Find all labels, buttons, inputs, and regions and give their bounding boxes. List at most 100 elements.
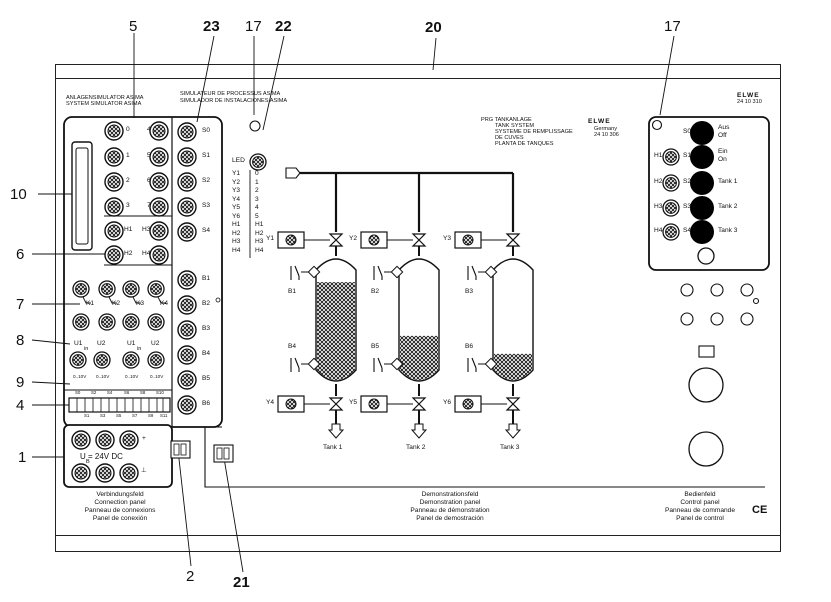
analog-label-u2-out: U2 (151, 340, 160, 347)
valve-bottom (505, 397, 521, 411)
socket-label-5: 5 (147, 152, 151, 159)
dip-label-s7: S7 (132, 413, 138, 418)
header-logo-number: 24 10 310 (737, 99, 762, 105)
tank-label: Tank 2 (406, 444, 426, 451)
legend-right-item: 2 (255, 187, 259, 194)
dip-label-s8: S8 (140, 390, 146, 395)
valve-top (328, 233, 344, 247)
sensor-diamond (307, 357, 321, 371)
socket-label-2: 2 (126, 177, 130, 184)
level-sensor (290, 357, 312, 372)
button-label-en: On (718, 156, 727, 163)
switch-label: S0 (683, 128, 692, 135)
tank-system-en: TANK SYSTEM (495, 123, 535, 129)
analog-label-in-sub-2: in (137, 346, 142, 352)
valve-label-top: Y1 (266, 235, 275, 242)
relay-label-k3: K3 (136, 300, 145, 307)
legend-left-item: H1 (232, 221, 241, 228)
header-mid-line2: SIMULADOR DE INSTALACIONES ASIMA (180, 98, 288, 104)
legend-left-item: H2 (232, 229, 241, 237)
demo-footer-fr: Panneau de démonstration (410, 507, 490, 514)
callout-17-right: 17 (664, 18, 681, 35)
header-logo: ELWE (737, 92, 760, 99)
column-label-b1: B1 (202, 275, 211, 282)
column-label-b5: B5 (202, 375, 211, 382)
callout-6: 6 (16, 246, 25, 263)
column-label-s4: S4 (202, 227, 211, 234)
valve-label-bottom: Y4 (266, 399, 275, 406)
legend-led-label: LED (232, 157, 245, 164)
level-sensor (467, 357, 489, 372)
dip-label-s4: S4 (107, 390, 113, 395)
callout-5: 5 (129, 18, 138, 35)
tank-label: Tank 1 (323, 444, 343, 451)
callout-7: 7 (16, 296, 25, 313)
button-label-en: Off (718, 132, 727, 139)
header-left-line1: ANLAGENSIMULATOR ASIMA (66, 95, 144, 101)
socket-label-0: 0 (126, 126, 130, 133)
tank-body (492, 258, 534, 382)
level-sensor (467, 265, 489, 280)
callout-17-left: 17 (245, 18, 262, 35)
sensor-diamond (484, 357, 498, 371)
socket-label-4: 4 (147, 126, 151, 133)
legend-left-item: H4 (232, 246, 241, 254)
tank-fill-level (317, 282, 355, 380)
valve-label-bottom: Y5 (349, 399, 358, 406)
tank-system-fr2: DE CUVES (495, 135, 524, 141)
tank-system-code: PRG TANKANLAGE (481, 117, 532, 123)
relay-label-k1: K1 (86, 300, 95, 307)
range-label-4: 0..10V (150, 374, 164, 379)
column-label-s1: S1 (202, 152, 211, 159)
supply-voltage-label: U = 24V DC (80, 452, 123, 461)
supply-voltage-sub: B (86, 459, 90, 465)
outflow-arrow (327, 423, 345, 439)
sensor-label-bottom: B4 (288, 343, 297, 350)
callout-8: 8 (16, 332, 25, 349)
callout-2: 2 (186, 568, 195, 585)
legend-left-item: Y3 (232, 187, 241, 194)
callout-1: 1 (18, 449, 27, 466)
analog-label-u2-in: U2 (97, 340, 106, 347)
sensor-label-bottom: B6 (465, 343, 474, 350)
callout-9: 9 (16, 374, 25, 391)
legend-right-item: 5 (255, 212, 259, 220)
dip-label-s3: S3 (100, 413, 106, 418)
sensor-label-top: B3 (465, 288, 474, 295)
socket-label-7: 7 (147, 202, 151, 209)
legend-right-item: 1 (255, 178, 259, 186)
dip-label-s0: S0 (75, 390, 81, 395)
control-footer-es: Panel de control (676, 515, 724, 522)
column-label-b2: B2 (202, 300, 211, 307)
legend-right-item: H2 (255, 229, 264, 237)
dip-label-s9: S9 (148, 413, 154, 418)
bottom-rail-line (55, 535, 781, 536)
lamp-label: H3 (654, 203, 663, 210)
button-label: Aus (718, 124, 730, 131)
tank-fill-level (400, 335, 438, 380)
outflow-arrow (410, 423, 428, 439)
button-label: Tank 1 (718, 178, 738, 185)
demo-footer-de: Demonstrationsfeld (421, 491, 479, 498)
valve-bottom (411, 397, 427, 411)
control-footer-fr: Panneau de commande (664, 507, 736, 514)
range-label-3: 0..10V (125, 374, 139, 379)
tank-system-es: PLANTA DE TANQUES (495, 141, 554, 147)
lamp-label: H4 (654, 227, 663, 234)
control-footer-en: Control panel (680, 499, 720, 506)
valve-top (411, 233, 427, 247)
connection-footer-es: Panel de conexión (92, 515, 148, 522)
relay-label-k2: K2 (112, 300, 121, 307)
header-mid-line1: SIMULATEUR DE PROCESSUS ASIMA (180, 91, 281, 97)
column-label-b4: B4 (202, 350, 211, 357)
column-label-s3: S3 (202, 202, 211, 209)
button-label: Ein (718, 148, 728, 155)
connection-footer-en: Connection panel (94, 499, 146, 506)
socket-label-h1: H1 (124, 226, 133, 233)
legend-right-item: 3 (255, 195, 259, 203)
legend-right-item: H1 (255, 221, 264, 228)
level-sensor (373, 357, 395, 372)
switch-label: S3 (683, 203, 692, 210)
legend-left-item: Y5 (232, 204, 241, 211)
connection-footer-de: Verbindungsfeld (96, 491, 144, 498)
